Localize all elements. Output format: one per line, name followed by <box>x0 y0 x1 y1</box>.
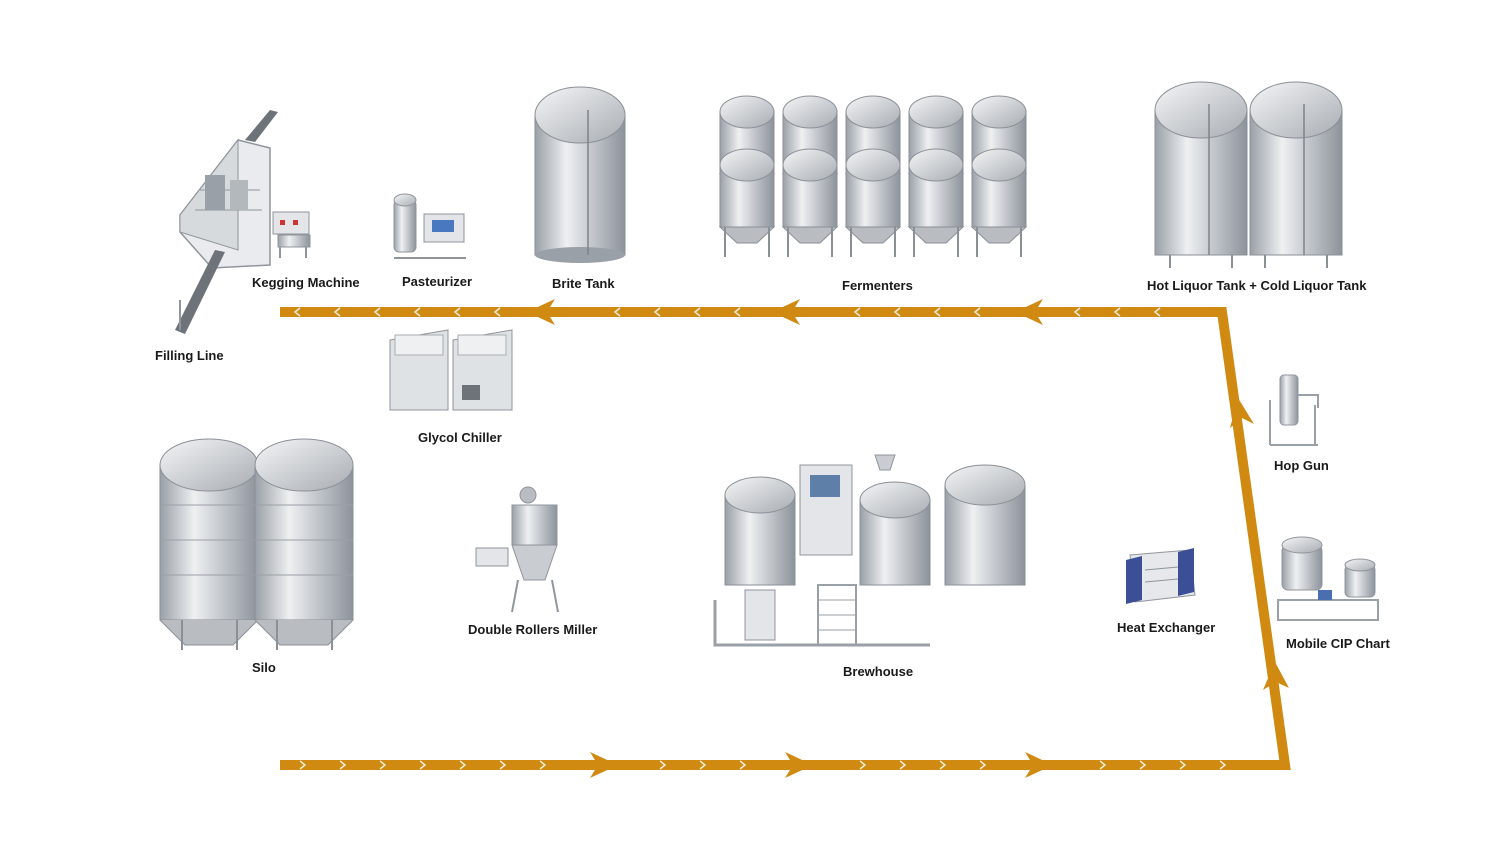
liquor-tanks <box>1154 81 1343 268</box>
arrow-head-up <box>1263 662 1289 690</box>
label-brite-tank: Brite Tank <box>552 276 615 291</box>
label-filling-line: Filling Line <box>155 348 224 363</box>
kegging-machine <box>272 211 311 258</box>
heat-exchanger <box>1126 548 1196 604</box>
arrow-head-left <box>527 299 555 325</box>
filling-line-machine <box>175 110 278 334</box>
label-brewhouse: Brewhouse <box>843 664 913 679</box>
flow-chevrons <box>293 307 1227 770</box>
label-glycol-chiller: Glycol Chiller <box>418 430 502 445</box>
label-fermenters: Fermenters <box>842 278 913 293</box>
process-flow-line <box>280 307 1291 770</box>
arrow-head-up <box>1230 398 1254 428</box>
flow-arrows-top <box>527 299 1043 325</box>
brite-tank <box>534 86 626 263</box>
label-kegging-machine: Kegging Machine <box>252 275 360 290</box>
flow-arrows-right-side <box>1230 398 1289 690</box>
label-heat-exchanger: Heat Exchanger <box>1117 620 1215 635</box>
arrow-head-left <box>1015 299 1043 325</box>
brewhouse <box>713 454 1026 647</box>
label-silo: Silo <box>252 660 276 675</box>
label-hop-gun: Hop Gun <box>1274 458 1329 473</box>
arrow-head-left <box>772 299 800 325</box>
flow-arrows-bottom <box>590 752 1053 778</box>
arrow-head-right <box>785 752 813 778</box>
arrow-head-right <box>590 752 618 778</box>
hop-gun <box>1269 374 1319 446</box>
silo-pair <box>159 438 354 650</box>
glycol-chiller <box>389 329 513 411</box>
double-rollers-miller <box>475 486 559 613</box>
pasteurizer <box>393 193 466 259</box>
label-pasteurizer: Pasteurizer <box>402 274 472 289</box>
label-mobile-cip: Mobile CIP Chart <box>1286 636 1390 651</box>
label-liquor-tanks: Hot Liquor Tank + Cold Liquor Tank <box>1147 278 1367 293</box>
fermenter-tanks <box>719 95 1027 258</box>
mobile-cip-unit <box>1277 536 1379 621</box>
arrow-head-right <box>1025 752 1053 778</box>
label-double-rollers-miller: Double Rollers Miller <box>468 622 597 637</box>
